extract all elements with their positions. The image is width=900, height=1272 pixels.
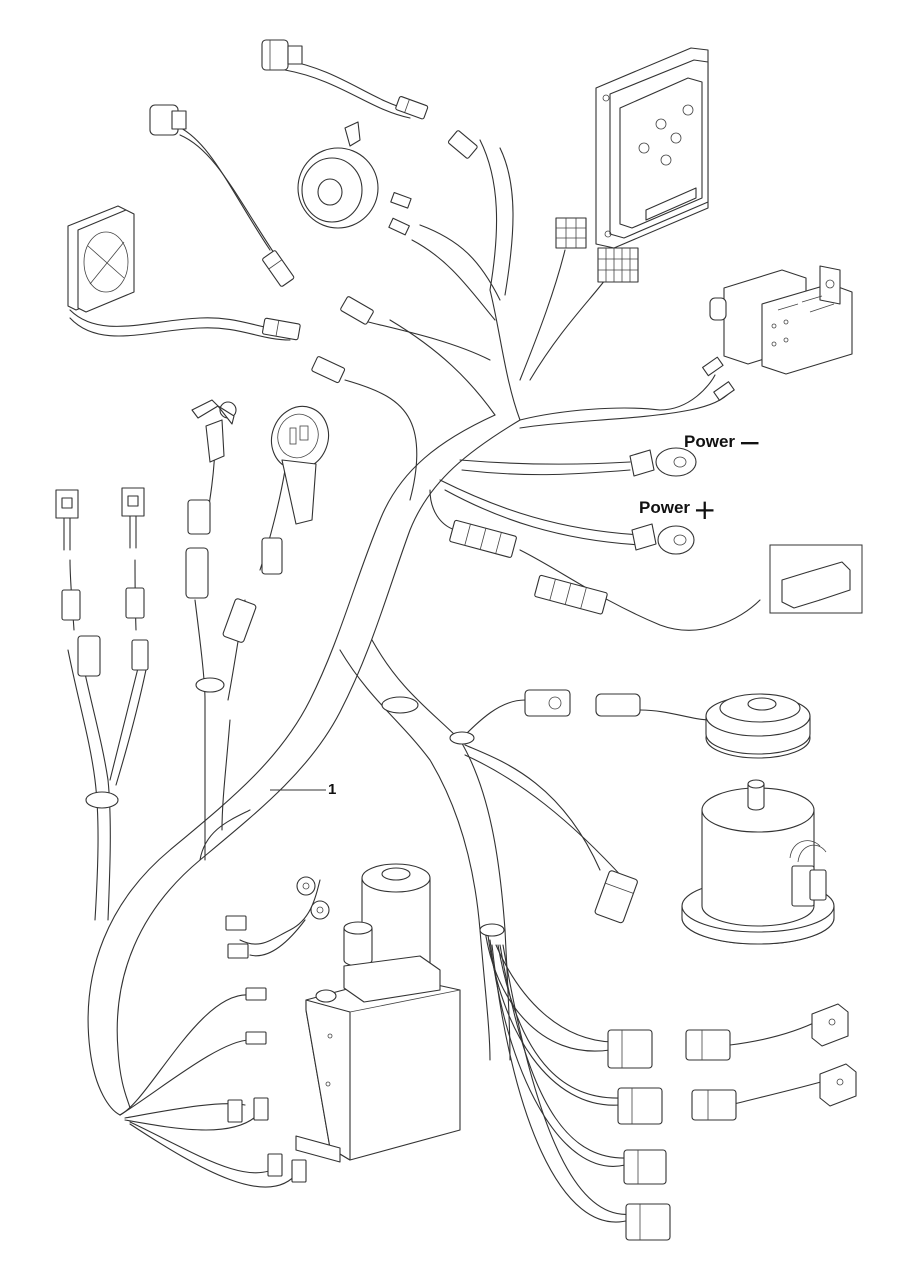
bottom-fanout xyxy=(484,929,829,1223)
connectors xyxy=(61,39,737,1241)
molex-connector-1 xyxy=(555,217,587,249)
molex-connector-2 xyxy=(597,247,639,283)
brake-connector-male xyxy=(595,693,641,717)
micro-switch-plug-lower xyxy=(691,1089,737,1121)
ring-terminal-positive xyxy=(631,523,695,555)
lower-plug-left xyxy=(77,635,101,677)
fanout-connector-2 xyxy=(617,1087,663,1125)
key-switch-plug xyxy=(187,499,211,535)
bottom-left-cables xyxy=(119,879,321,1188)
indicator-plug xyxy=(261,537,283,575)
flat-connector-right-2 xyxy=(534,574,608,615)
inline-connector-3 xyxy=(262,250,295,287)
micro-switch-lower xyxy=(819,1063,857,1107)
micro-switch-plug-upper xyxy=(685,1029,731,1061)
drive-motor xyxy=(681,779,835,945)
left-cables xyxy=(67,439,286,921)
key-switch xyxy=(191,399,237,463)
battery-indicator xyxy=(270,405,330,525)
micro-switch-upper xyxy=(811,1003,849,1047)
indicator-plug-lower xyxy=(222,598,257,643)
horn xyxy=(297,121,379,229)
round-connector-top xyxy=(261,39,303,71)
inset-switch-detail xyxy=(769,544,863,614)
sensor-plate-left xyxy=(55,489,79,551)
pump-ring-terminal-1 xyxy=(296,876,316,896)
plus-sign-icon: + xyxy=(693,493,717,526)
inline-connector-2 xyxy=(447,130,478,159)
hydraulic-power-unit xyxy=(295,863,461,1163)
fanout-connector-3 xyxy=(623,1149,667,1185)
inline-connector-6 xyxy=(311,356,346,384)
fanout-connector-4 xyxy=(625,1203,671,1241)
contactor xyxy=(709,265,853,375)
inline-connector-4 xyxy=(261,317,301,341)
cooling-fan xyxy=(67,205,135,313)
harness-sleeves xyxy=(85,677,505,937)
power-negative-label: Power xyxy=(684,432,736,451)
brake-connector-female xyxy=(524,689,571,717)
lower-plug-right xyxy=(131,639,149,671)
harness-callout-number: 1 xyxy=(328,781,337,798)
ring-terminal-negative xyxy=(629,447,697,477)
sensor-plug-left xyxy=(61,589,81,621)
controller-module xyxy=(595,47,709,249)
power-positive-label: Power xyxy=(639,498,691,517)
fanout-connector-1 xyxy=(607,1029,653,1069)
pump-motor-connector xyxy=(594,870,638,924)
key-switch-plug-lower xyxy=(185,547,209,599)
inline-connector-1 xyxy=(395,96,429,120)
sensor-plate-right xyxy=(121,487,145,549)
sensor-plug-right xyxy=(125,587,145,619)
minus-sign-icon: − xyxy=(738,426,762,459)
top-cables xyxy=(69,59,606,501)
pump-ring-terminal-2 xyxy=(310,900,330,920)
electromagnetic-brake xyxy=(705,693,811,759)
inline-connector-5 xyxy=(340,296,374,325)
flat-connector-right-1 xyxy=(449,519,517,558)
round-connector-upper-left xyxy=(149,104,187,136)
